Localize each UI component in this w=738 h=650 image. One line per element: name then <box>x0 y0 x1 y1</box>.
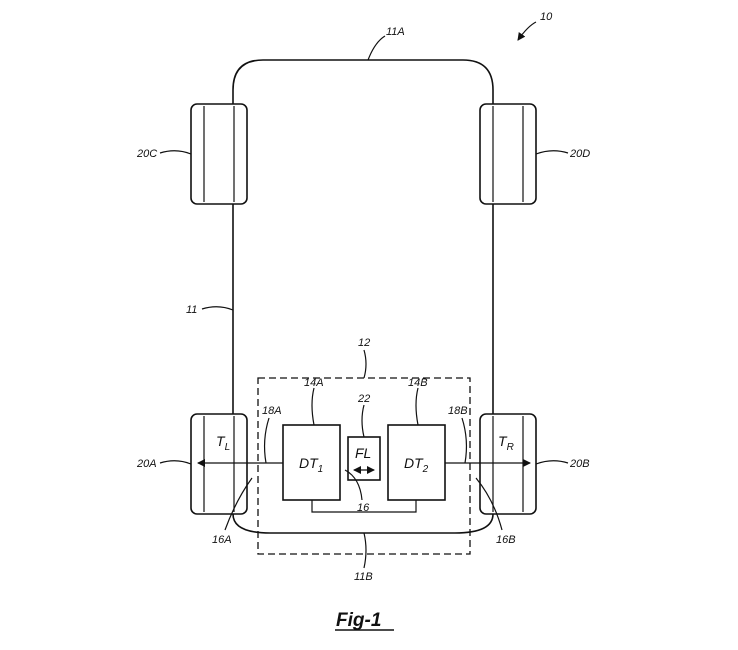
leader-22 <box>361 404 365 438</box>
ref-10: 10 <box>540 11 553 23</box>
figure-caption: Fig-1 <box>336 610 381 631</box>
vehicle-frame-bottom <box>232 513 494 534</box>
leader-20a <box>159 460 192 465</box>
dt1-label: DT1 <box>299 455 323 475</box>
leader-16a <box>224 477 253 531</box>
ref-16: 16 <box>357 502 370 514</box>
ref-18b: 18B <box>448 405 468 417</box>
connection-16 <box>311 500 417 513</box>
leader-11a <box>367 35 386 61</box>
tire-20b <box>479 413 537 515</box>
leader-18b <box>461 417 468 464</box>
ref-12: 12 <box>358 337 370 349</box>
ref-16b: 16B <box>496 534 516 546</box>
ref-14b: 14B <box>408 377 428 389</box>
ref-20c: 20C <box>136 148 157 160</box>
leader-14b <box>415 387 419 426</box>
torque-right-label: TR <box>498 433 514 453</box>
ref-20a: 20A <box>136 458 157 470</box>
ref-22: 22 <box>357 393 370 405</box>
ref-16a: 16A <box>212 534 232 546</box>
leader-16b <box>475 477 503 531</box>
ref-14a: 14A <box>304 377 324 389</box>
leader-18a <box>263 417 270 464</box>
dt2-label: DT2 <box>404 455 429 475</box>
leader-20d <box>535 150 569 155</box>
leader-16 <box>344 469 363 501</box>
leader-14a <box>311 387 315 426</box>
leader-11 <box>201 306 234 311</box>
tire-20d <box>479 103 537 205</box>
torque-left-label: TL <box>216 433 230 453</box>
tire-20a <box>190 413 248 515</box>
tire-20c <box>190 103 248 205</box>
fl-label: FL <box>355 445 371 461</box>
vehicle-frame-top <box>232 59 494 104</box>
ref-18a: 18A <box>262 405 282 417</box>
leader-20b <box>535 460 569 465</box>
leader-12 <box>363 349 367 379</box>
ref-20b: 20B <box>569 458 590 470</box>
leader-10 <box>517 21 537 41</box>
ref-20d: 20D <box>569 148 590 160</box>
ref-11: 11 <box>186 304 197 316</box>
leader-11b <box>363 532 367 569</box>
ref-11a: 11A <box>386 26 405 38</box>
ref-11b: 11B <box>354 571 373 583</box>
leader-20c <box>159 150 192 155</box>
